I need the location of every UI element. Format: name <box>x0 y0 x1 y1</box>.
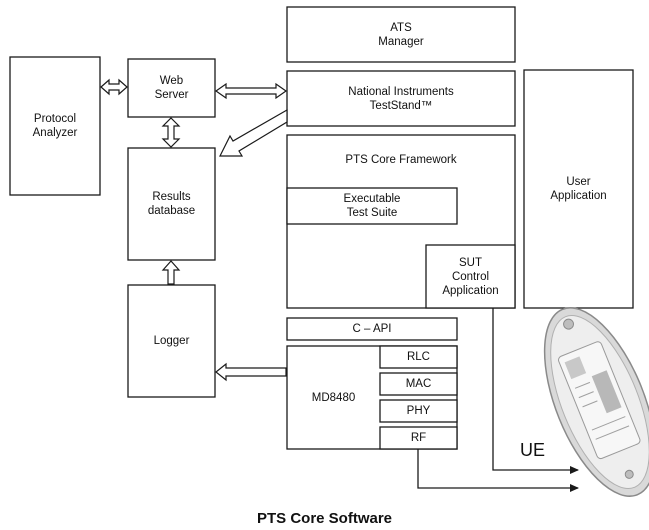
sut-to-ue-line <box>492 308 579 474</box>
logger-box <box>127 284 216 398</box>
md8480-label: MD8480 <box>311 391 356 404</box>
webserver-teststand-arrow <box>214 82 288 100</box>
teststand-results-arrow <box>219 108 288 157</box>
pts-core-framework-label: PTS Core Framework <box>345 154 457 166</box>
rlc-box <box>379 345 458 369</box>
rf-to-ue-line <box>417 449 579 492</box>
results-database-label: Results database <box>147 191 196 217</box>
user-application-box <box>523 69 634 309</box>
protocol-analyzer-box <box>9 56 101 196</box>
ue-device-image <box>543 307 649 497</box>
webserver-results-arrow <box>161 117 181 148</box>
protocol-analyzer-label: Protocol Analyzer <box>32 113 78 139</box>
logger-results-arrow <box>161 260 181 285</box>
executable-test-suite-label: Executable Test Suite <box>343 193 401 219</box>
national-instruments-box <box>286 70 516 127</box>
rf-label: RF <box>410 432 427 444</box>
analyzer-webserver-arrow <box>100 78 128 96</box>
c-api-label: C – API <box>352 323 392 335</box>
ue-label: UE <box>520 440 546 460</box>
user-application-label: User Application <box>550 176 607 202</box>
ats-manager-label: ATS Manager <box>378 21 424 48</box>
sut-control-application-box <box>425 244 516 309</box>
mac-box <box>379 372 458 396</box>
rlc-label: RLC <box>406 351 430 363</box>
diagram-caption: PTS Core Software <box>256 510 393 527</box>
mac-label: MAC <box>405 378 432 390</box>
c-api-box <box>286 317 458 341</box>
results-database-box <box>127 147 216 261</box>
web-server-box <box>127 58 216 118</box>
md8480-logger-arrow <box>215 362 287 382</box>
logger-label: Logger <box>153 335 190 347</box>
phy-label: PHY <box>406 405 431 417</box>
phy-box <box>379 399 458 423</box>
sut-control-application-label: SUT Control Application <box>442 256 499 297</box>
executable-test-suite-box <box>286 187 458 225</box>
web-server-label: Web Server <box>154 75 189 101</box>
national-instruments-label: National Instruments TestStand™ <box>348 85 454 112</box>
ats-manager-box <box>286 6 516 63</box>
